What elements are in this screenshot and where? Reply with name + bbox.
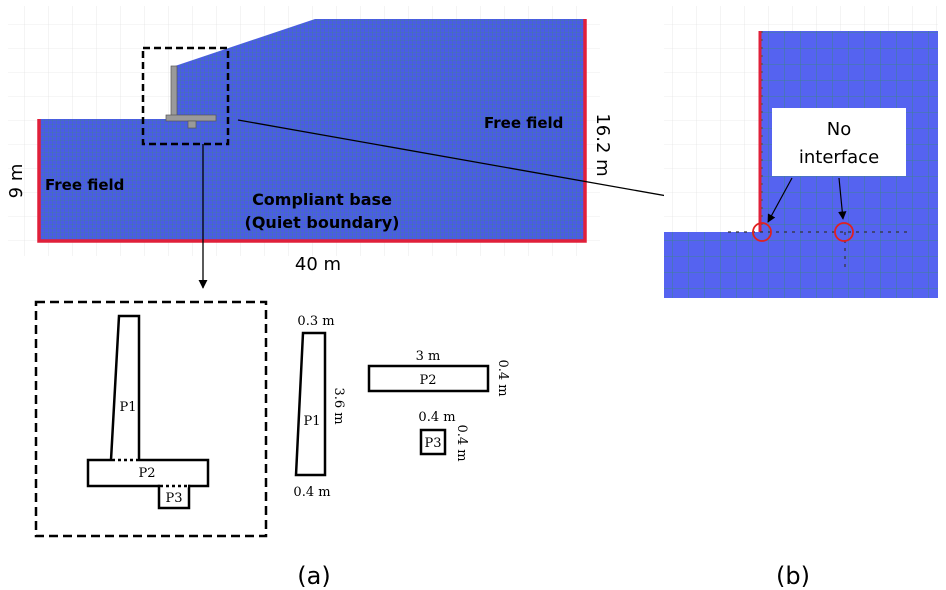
detail-p1-label: P1 [119,400,136,415]
p3-width-dim: 0.4 m [418,410,455,425]
zoom-panel: No interface [664,6,938,298]
arrow-to-zoom-b [237,119,719,209]
wall-in-mesh [165,65,217,129]
detail-p2-label: P2 [138,466,155,481]
model-mesh-panel: Free field Free field Compliant base (Qu… [6,6,613,275]
free-field-left-label: Free field [45,176,124,194]
detail-p2-shape [86,458,210,488]
detail-p1-shape [109,314,141,462]
quiet-boundary-label: (Quiet boundary) [245,213,400,232]
zoom-box-large [34,300,268,538]
p2-label: P2 [419,373,436,388]
height-right-label: 16.2 m [592,113,613,176]
p1-height-dim: 3.6 m [331,387,346,424]
interface-circle-right [834,222,854,242]
p3-height-dim: 0.4 m [454,424,469,461]
free-field-right-label: Free field [484,114,563,132]
callout-line2: interface [799,147,879,168]
caption-a: (a) [297,562,330,590]
left-quiet-boundary [37,19,587,243]
p1-top-dim: 0.3 m [297,314,334,329]
p1-shape [294,331,327,477]
detail-p3-label: P3 [165,491,182,506]
p3-shape [419,428,447,456]
p2-height-dim: 0.4 m [495,359,510,396]
p1-label: P1 [303,414,320,429]
callout-arrow-left [767,177,793,223]
zoom-box-small [141,46,230,146]
p3-label: P3 [424,436,441,451]
interface-circle-left [752,222,772,242]
soil-mesh [38,19,585,242]
part-p1: 0.3 m P1 3.6 m 0.4 m [293,314,346,500]
callout-line1: No [827,119,851,140]
width-label: 40 m [295,254,341,275]
callout-arrow-right [838,177,847,220]
p2-width-dim: 3 m [416,349,441,364]
height-left-label: 9 m [6,164,27,199]
compliant-base-label: Compliant base [252,190,392,209]
zoom-mesh-lower [664,232,938,298]
callout-box [772,108,906,176]
caption-b: (b) [776,562,810,590]
part-p3: 0.4 m P3 0.4 m [418,410,469,462]
part-p2: 3 m P2 0.4 m [367,349,510,397]
p2-shape [367,364,490,393]
p1-bottom-dim: 0.4 m [293,485,330,500]
wall-detail: P1 P2 P3 [34,300,268,538]
